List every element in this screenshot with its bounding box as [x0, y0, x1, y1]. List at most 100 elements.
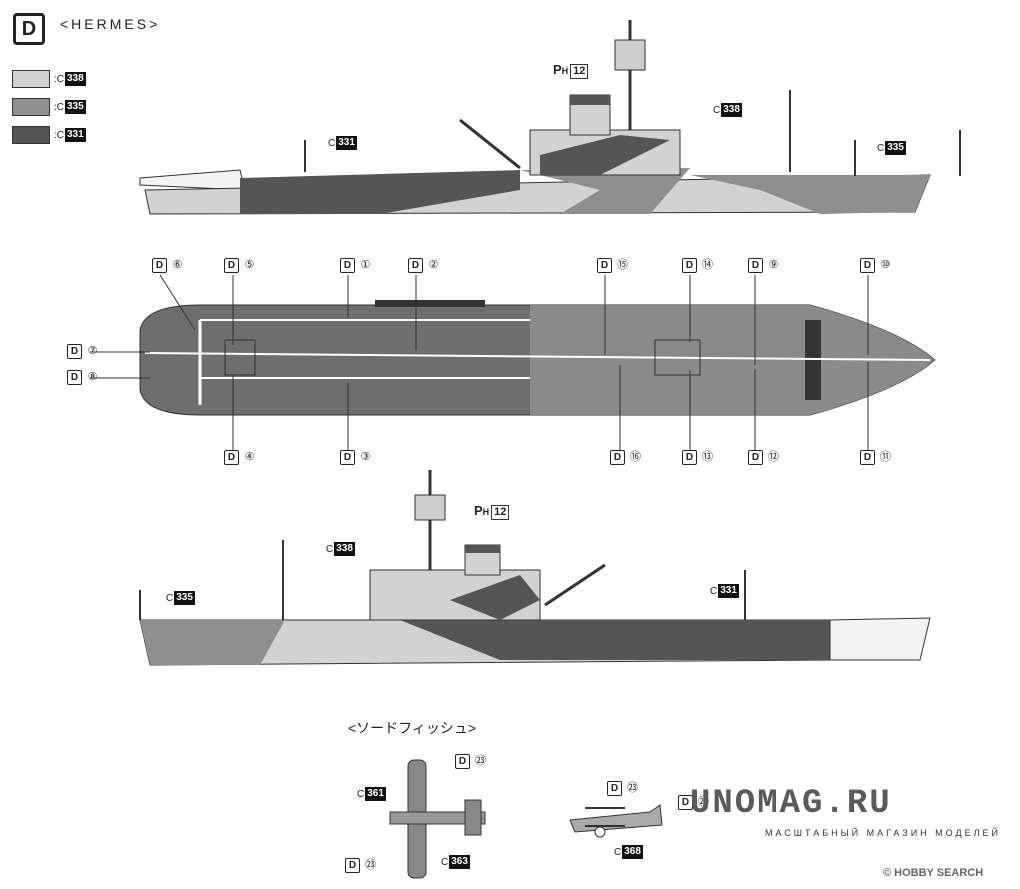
- swordfish-top-view: [389, 759, 486, 879]
- c-code: 338: [721, 103, 742, 117]
- decal-number: ③: [360, 451, 371, 463]
- ph-sub: H: [561, 66, 569, 76]
- decal-d-box: D: [682, 450, 697, 465]
- c-prefix: C: [328, 137, 336, 149]
- c-prefix: C: [713, 104, 721, 116]
- c-prefix: C: [614, 846, 622, 858]
- c-code: 368: [622, 845, 643, 859]
- legend-item-338: :C 338: [12, 70, 86, 88]
- ship-profile-starboard: [139, 20, 961, 215]
- legend-code: 335: [65, 100, 86, 114]
- ship-profile-port: [139, 470, 931, 666]
- decal-number: ⑮: [617, 259, 628, 271]
- decal-d-box: D: [678, 795, 693, 810]
- decal-d-box: D: [345, 858, 360, 873]
- decal-d-box: D: [340, 258, 355, 273]
- color-legend: :C 338 :C 335 :C 331: [12, 70, 86, 144]
- page-title: <HERMES>: [60, 16, 161, 32]
- decal-d-box: D: [67, 344, 82, 359]
- watermark-subtitle: МАСШТАБНЫЙ МАГАЗИН МОДЕЛЕЙ: [765, 828, 1001, 838]
- c-prefix: C: [357, 788, 365, 800]
- legend-prefix: :C: [54, 73, 64, 85]
- legend-item-335: :C 335: [12, 98, 86, 116]
- decal-d-box: D: [224, 450, 239, 465]
- decal-number: ⑪: [880, 451, 891, 463]
- flight-deck-plan: [139, 300, 936, 416]
- ph-number: 12: [491, 505, 510, 520]
- c-code: 335: [885, 141, 906, 155]
- decal-number: ①: [360, 259, 371, 271]
- c-code: 363: [449, 855, 470, 869]
- decal-d-box: D: [152, 258, 167, 273]
- decal-d-box: D: [607, 781, 622, 796]
- watermark-logo: UNOMAG.RU: [690, 785, 892, 823]
- decal-d-box: D: [67, 370, 82, 385]
- decal-d-box: D: [748, 258, 763, 273]
- swordfish-side-view: [569, 804, 663, 838]
- decal-number: ㉓: [627, 782, 638, 794]
- decal-number: ⑯: [630, 451, 641, 463]
- leader-lines: [90, 274, 869, 450]
- decal-d-box: D: [340, 450, 355, 465]
- legend-prefix: :C: [54, 129, 64, 141]
- decal-d-box: D: [860, 258, 875, 273]
- decal-number: ⑩: [880, 259, 891, 271]
- decal-number: ⑨: [768, 259, 779, 271]
- decal-d-box: D: [682, 258, 697, 273]
- decal-number: ⑧: [87, 371, 98, 383]
- section-badge: D: [13, 13, 45, 45]
- decal-d-box: D: [455, 754, 470, 769]
- decal-number: ⑤: [244, 259, 255, 271]
- c-prefix: C: [326, 543, 334, 555]
- decal-number: ④: [244, 451, 255, 463]
- legend-code: 331: [65, 128, 86, 142]
- legend-code: 338: [65, 72, 86, 86]
- section-letter: D: [13, 13, 45, 45]
- decal-number: ②: [428, 259, 439, 271]
- legend-item-331: :C 331: [12, 126, 86, 144]
- c-code: 331: [718, 584, 739, 598]
- decal-number: ⑦: [87, 345, 98, 357]
- decal-d-box: D: [597, 258, 612, 273]
- c-prefix: C: [441, 856, 449, 868]
- decal-d-box: D: [748, 450, 763, 465]
- c-code: 331: [336, 136, 357, 150]
- legend-prefix: :C: [54, 101, 64, 113]
- decal-number: ⑥: [172, 259, 183, 271]
- hobby-search-credit: © HOBBY SEARCH: [883, 867, 984, 879]
- ph-letter: P: [553, 62, 562, 77]
- decal-number: ㉓: [475, 755, 486, 767]
- decal-d-box: D: [224, 258, 239, 273]
- swatch-331: [12, 126, 50, 144]
- aircraft-title: <ソードフィッシュ>: [348, 720, 477, 736]
- c-code: 335: [174, 591, 195, 605]
- ph-sub: H: [482, 507, 490, 517]
- decal-number: ⑫: [768, 451, 779, 463]
- decal-number: ⑬: [702, 451, 713, 463]
